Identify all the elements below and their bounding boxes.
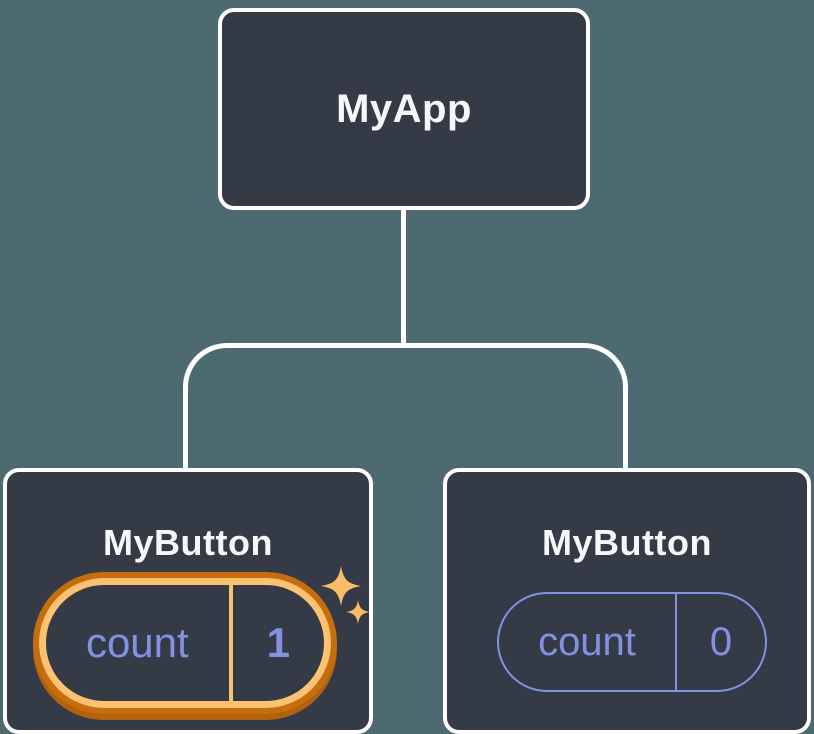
child-component-label-left: MyButton: [103, 522, 273, 563]
state-badge-divider: [675, 594, 677, 690]
state-value: 1: [266, 619, 291, 666]
state-badge-highlighted: count 1: [39, 578, 331, 708]
tree-connector-stem: [401, 210, 406, 348]
sparkles-icon: [321, 566, 370, 624]
state-key-label: count: [538, 619, 636, 664]
root-component-label: MyApp: [336, 86, 472, 131]
state-badge-divider: [228, 585, 233, 701]
tree-connector-branch: [183, 343, 628, 471]
state-badge-plain: count 0: [497, 592, 767, 692]
child-component-node-left: MyButton count 1: [3, 468, 373, 734]
root-component-node: MyApp: [218, 8, 590, 210]
state-value: 0: [709, 619, 733, 664]
child-component-label-right: MyButton: [542, 522, 712, 563]
child-component-node-right: MyButton count 0: [443, 468, 811, 734]
state-key-label: count: [85, 619, 189, 666]
